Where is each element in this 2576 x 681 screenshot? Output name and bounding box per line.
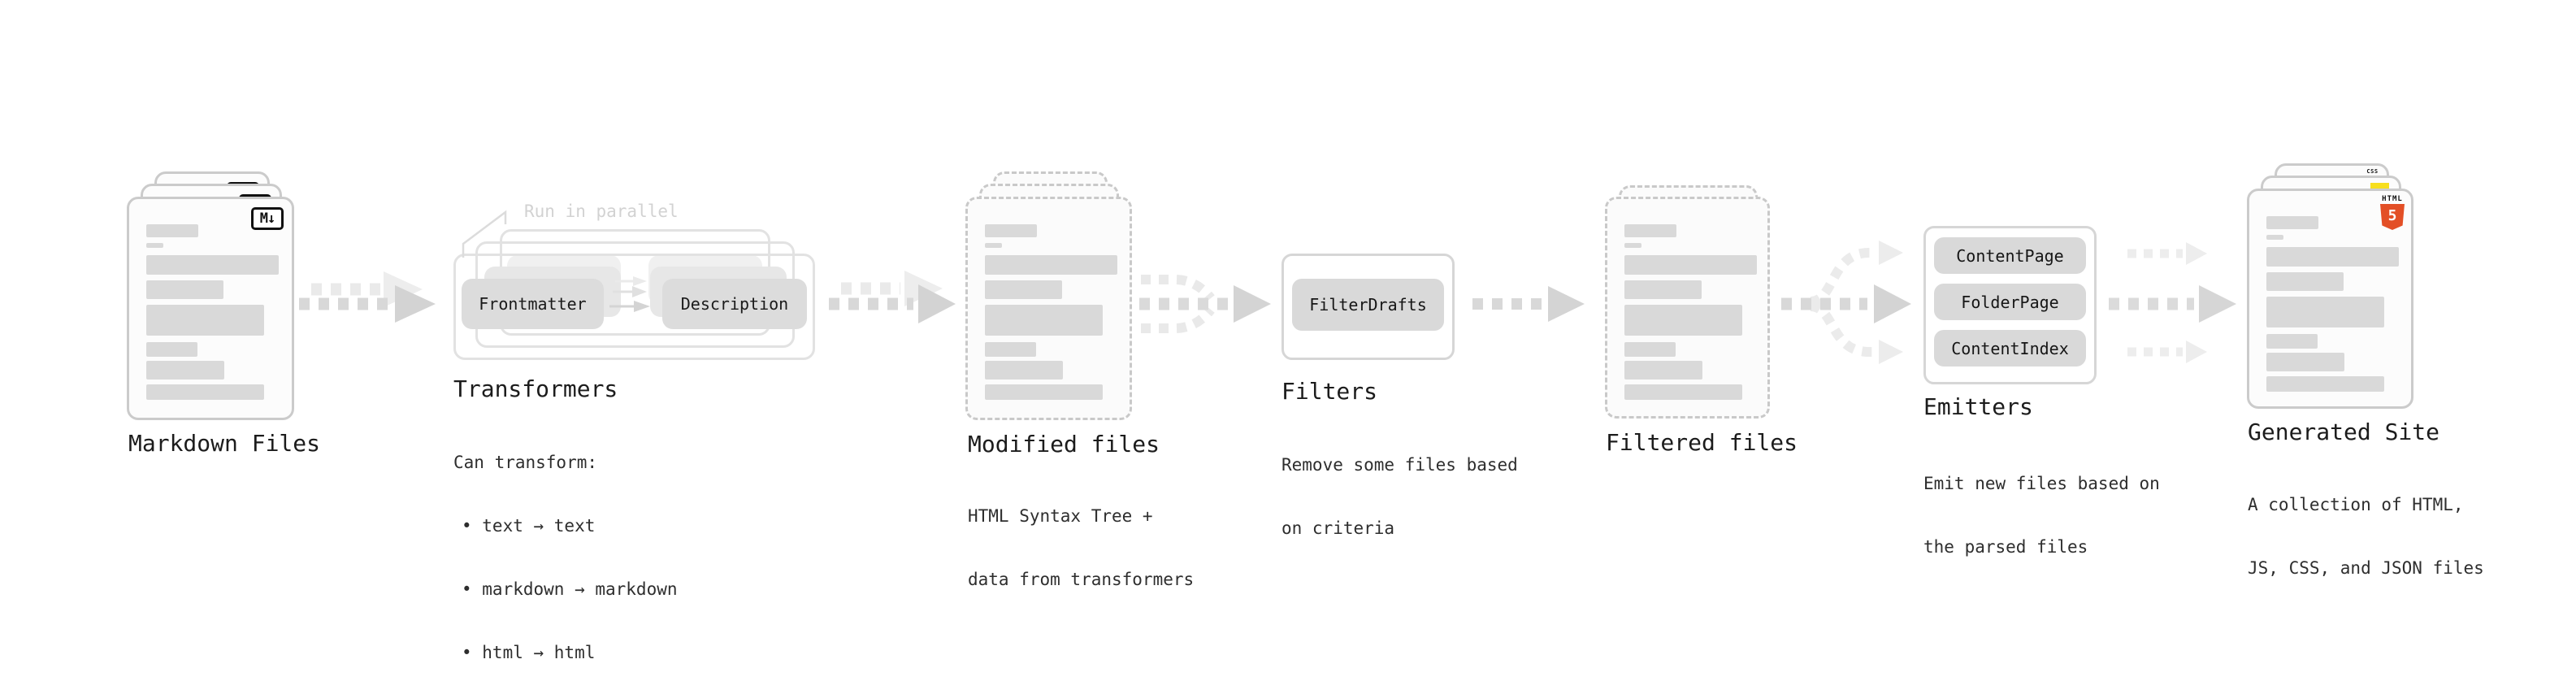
emitters-label: Emitters [1923, 393, 2033, 420]
modified-file-front [965, 197, 1132, 420]
contentpage-emitter-box: ContentPage [1934, 237, 2086, 274]
arrow-filtered-to-emitters [1781, 241, 1911, 364]
emitters-desc-line1: Emit new files based on [1923, 474, 2160, 493]
text-placeholder-bar [146, 384, 264, 400]
text-placeholder-bar [1624, 280, 1702, 299]
text-placeholder-bar [146, 243, 163, 248]
arrow-markdown-to-transformers [299, 271, 436, 323]
text-placeholder-bar [1624, 305, 1742, 336]
text-placeholder-bar [2266, 376, 2384, 392]
text-placeholder-bar [146, 305, 264, 336]
text-placeholder-bar [985, 384, 1103, 400]
text-placeholder-bar [146, 224, 198, 237]
emitters-description: Emit new files based on the parsed files [1923, 431, 2160, 600]
text-placeholder-bar [985, 224, 1037, 237]
text-placeholder-bar [1624, 224, 1676, 237]
description-transformer-box: Description [662, 279, 807, 329]
filtered-file-front [1605, 197, 1770, 419]
transformers-bullet: • text → text [462, 516, 596, 536]
generated-file-html: HTML 5 [2247, 189, 2413, 409]
transformer-lane-front [453, 254, 815, 360]
text-placeholder-bar [2266, 334, 2318, 349]
text-placeholder-bar [2266, 247, 2399, 267]
filters-desc-line1: Remove some files based [1281, 455, 1518, 475]
text-placeholder-bar [1624, 342, 1676, 357]
html5-shield: 5 [2380, 204, 2405, 230]
contentindex-emitter-box: ContentIndex [1934, 330, 2086, 367]
emitters-desc-line2: the parsed files [1923, 537, 2088, 557]
modified-files-description: HTML Syntax Tree + data from transformer… [968, 463, 1194, 632]
arrow-transformers-to-modified [829, 271, 956, 323]
generated-desc-line2: JS, CSS, and JSON files [2248, 558, 2484, 578]
folderpage-emitter-box: FolderPage [1934, 284, 2086, 320]
modified-files-label: Modified files [968, 431, 1160, 458]
html5-icon: HTML 5 [2380, 195, 2405, 230]
text-placeholder-bar [2266, 353, 2344, 371]
text-placeholder-bar [985, 280, 1062, 299]
text-placeholder-bar [146, 255, 279, 275]
filters-desc-line2: on criteria [1281, 518, 1395, 538]
transformers-bullet: • markdown → markdown [462, 579, 678, 599]
frontmatter-transformer-box: Frontmatter [462, 279, 604, 329]
text-placeholder-bar [1624, 255, 1757, 275]
text-placeholder-bar [146, 280, 223, 299]
transformers-bullet: • html → html [462, 643, 596, 662]
text-placeholder-bar [985, 255, 1117, 275]
arrow-modified-to-filters [1139, 275, 1271, 333]
filterdrafts-box: FilterDrafts [1292, 279, 1444, 331]
generated-site-label: Generated Site [2248, 419, 2440, 445]
modified-desc-line2: data from transformers [968, 570, 1195, 589]
transformers-desc-intro: Can transform: [453, 453, 598, 472]
text-placeholder-bar [985, 305, 1103, 336]
arrow-filters-to-filtered [1472, 286, 1585, 322]
text-placeholder-bar [146, 342, 197, 357]
text-placeholder-bar [1624, 384, 1742, 400]
modified-desc-line1: HTML Syntax Tree + [968, 506, 1153, 526]
text-placeholder-bar [2266, 272, 2344, 291]
text-placeholder-bar [2266, 297, 2384, 327]
run-in-parallel-annotation: Run in parallel [524, 202, 679, 221]
markdown-icon: M↓ [251, 207, 284, 230]
text-placeholder-bar [2266, 216, 2318, 229]
text-placeholder-bar [985, 342, 1036, 357]
javascript-icon [2370, 183, 2389, 190]
markdown-file-front: M↓ [127, 197, 294, 420]
generated-desc-line1: A collection of HTML, [2248, 495, 2464, 514]
text-placeholder-bar [1624, 243, 1641, 248]
markdown-files-label: Markdown Files [128, 430, 321, 457]
arrow-emitters-to-generated [2109, 242, 2236, 363]
transformers-label: Transformers [453, 375, 618, 402]
html5-icon-label: HTML [2382, 195, 2403, 203]
text-placeholder-bar [146, 361, 224, 380]
transformers-description: Can transform: • text → text • markdown … [453, 410, 678, 681]
text-placeholder-bar [1624, 361, 1702, 380]
generated-site-description: A collection of HTML, JS, CSS, and JSON … [2248, 452, 2484, 621]
text-placeholder-bar [2266, 235, 2283, 240]
filters-label: Filters [1281, 378, 1378, 405]
filters-description: Remove some files based on criteria [1281, 412, 1518, 581]
text-placeholder-bar [985, 361, 1063, 380]
css-icon-label: CSS [2366, 168, 2379, 175]
filtered-files-label: Filtered files [1606, 429, 1798, 456]
text-placeholder-bar [985, 243, 1002, 248]
